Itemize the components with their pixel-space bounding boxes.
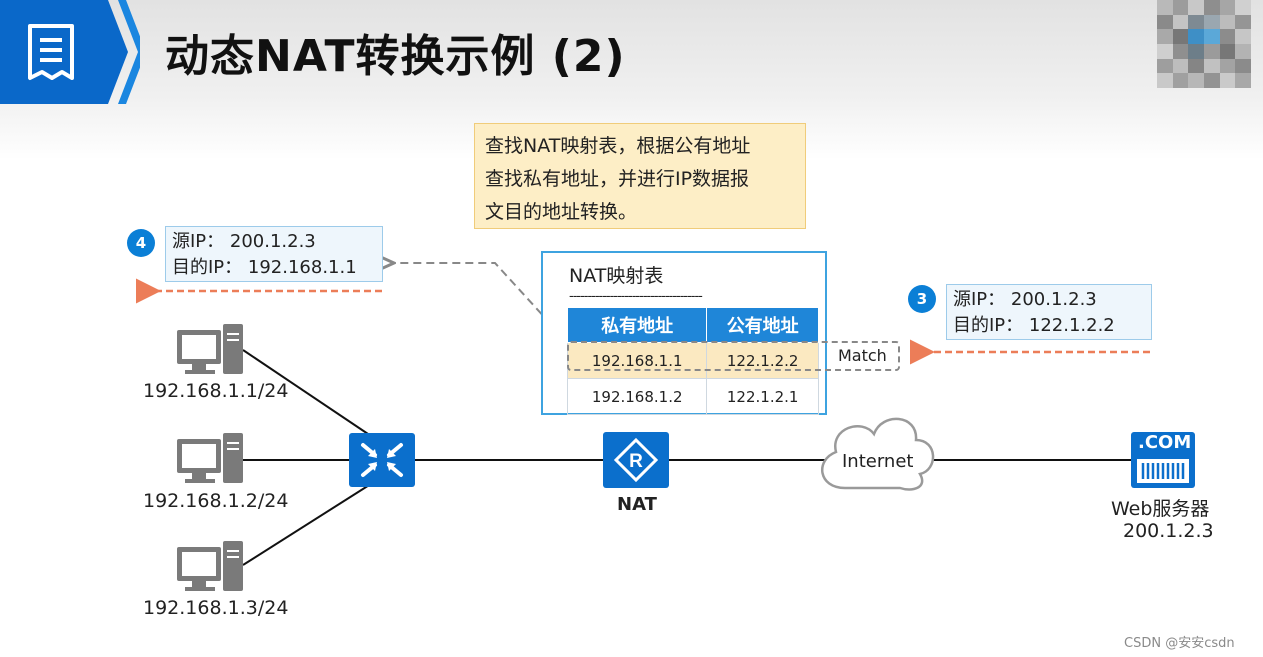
host-2-label: 192.168.1.2/24: [143, 490, 289, 512]
note-line: 文目的地址转换。: [485, 201, 638, 223]
destination-ip-text: 目的IP： 192.168.1.1: [172, 257, 357, 278]
nat-table-divider: ------------------------------------: [569, 289, 703, 304]
svg-text:R: R: [629, 451, 643, 472]
note-line: 查找NAT映射表，根据公有地址: [485, 135, 751, 157]
server-com-label: .COM: [1138, 432, 1192, 453]
document-icon: [0, 0, 140, 104]
explanation-note: 查找NAT映射表，根据公有地址 查找私有地址，并进行IP数据报 文目的地址转换。: [474, 123, 806, 229]
packet-info-after-translation: 源IP： 200.1.2.3 目的IP： 192.168.1.1: [165, 226, 383, 282]
private-address-cell: 192.168.1.1: [566, 342, 708, 379]
avatar: [1157, 0, 1251, 88]
private-address-cell: 192.168.1.2: [566, 378, 708, 415]
nat-mapping-table-panel: NAT映射表 ---------------------------------…: [541, 251, 827, 415]
nat-mapping-table: 私有地址 公有地址 192.168.1.1 122.1.2.2 192.168.…: [566, 307, 819, 415]
lookup-arrow: [392, 263, 569, 344]
step-4-badge: 4: [127, 229, 155, 257]
nat-table-title: NAT映射表: [569, 265, 664, 287]
server-name-label: Web服务器: [1111, 498, 1210, 520]
server-ip-label: 200.1.2.3: [1123, 520, 1214, 542]
match-label: Match: [838, 346, 887, 365]
column-header-public: 公有地址: [706, 307, 819, 343]
link-pc1-switch: [242, 349, 375, 439]
page-title: 动态NAT转换示例 (2): [165, 31, 626, 82]
host-1-label: 192.168.1.1/24: [143, 380, 289, 402]
server-icon: [1131, 432, 1195, 488]
table-row: 192.168.1.2 122.1.2.1: [566, 378, 819, 415]
pc-icon: [177, 541, 243, 591]
packet-info-before-translation: 源IP： 200.1.2.3 目的IP： 122.1.2.2: [946, 284, 1152, 340]
host-3-label: 192.168.1.3/24: [143, 597, 289, 619]
step-3-badge: 3: [908, 285, 936, 313]
nat-label: NAT: [617, 494, 657, 515]
note-line: 查找私有地址，并进行IP数据报: [485, 168, 750, 190]
public-address-cell: 122.1.2.2: [706, 342, 819, 379]
column-header-private: 私有地址: [566, 307, 708, 343]
source-ip-text: 源IP： 200.1.2.3: [172, 231, 316, 252]
table-header-row: 私有地址 公有地址: [566, 307, 819, 343]
pc-icon: [177, 324, 243, 374]
table-row: 192.168.1.1 122.1.2.2: [566, 342, 819, 379]
pc-icon: [177, 433, 243, 483]
public-address-cell: 122.1.2.1: [706, 378, 819, 415]
switch-icon: [349, 433, 415, 487]
link-pc3-switch: [242, 481, 375, 566]
source-ip-text: 源IP： 200.1.2.3: [953, 289, 1097, 310]
router-icon: R: [603, 432, 669, 488]
cloud-icon: [820, 417, 935, 491]
internet-label: Internet: [842, 451, 914, 472]
match-highlight: [567, 341, 900, 371]
destination-ip-text: 目的IP： 122.1.2.2: [953, 315, 1115, 336]
watermark: CSDN @安安csdn: [1124, 636, 1235, 651]
